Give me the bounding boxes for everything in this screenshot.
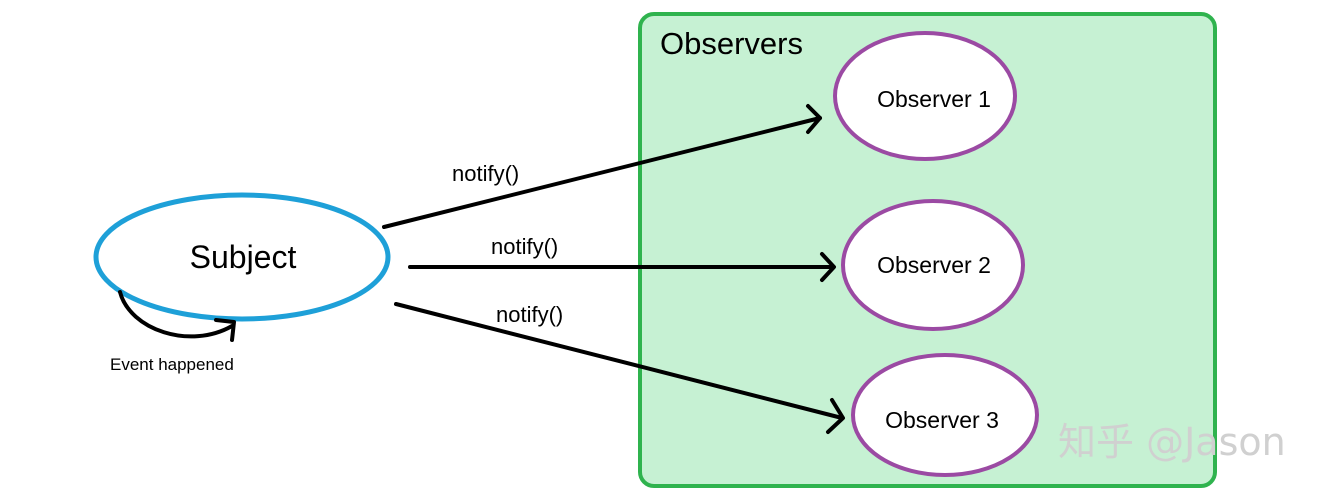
observer-2-label: Observer 2 [877, 252, 991, 278]
notify-label-3: notify() [496, 302, 563, 327]
notify-label-2: notify() [491, 234, 558, 259]
notify-arrow-2-head [820, 252, 836, 282]
subject-label: Subject [190, 239, 297, 275]
observer-2-node [841, 199, 1025, 331]
observers-group-title: Observers [660, 26, 803, 61]
observer-1-node [833, 31, 1017, 161]
notify-arrow-1 [382, 116, 822, 229]
self-loop-label: Event happened [110, 355, 234, 374]
self-loop-arrowhead [214, 318, 236, 342]
watermark-text: 知乎 @Jason [1058, 420, 1286, 464]
observer-3-node [851, 353, 1039, 477]
observer-1-label: Observer 1 [877, 86, 991, 112]
self-loop-arrow [118, 290, 234, 339]
notify-label-1: notify() [452, 161, 519, 186]
notify-arrow-1-head [806, 104, 822, 134]
observer-3-label: Observer 3 [885, 407, 999, 433]
subject-node [93, 192, 391, 322]
notify-arrow-3-head [826, 398, 845, 434]
notify-arrow-3 [394, 302, 844, 420]
